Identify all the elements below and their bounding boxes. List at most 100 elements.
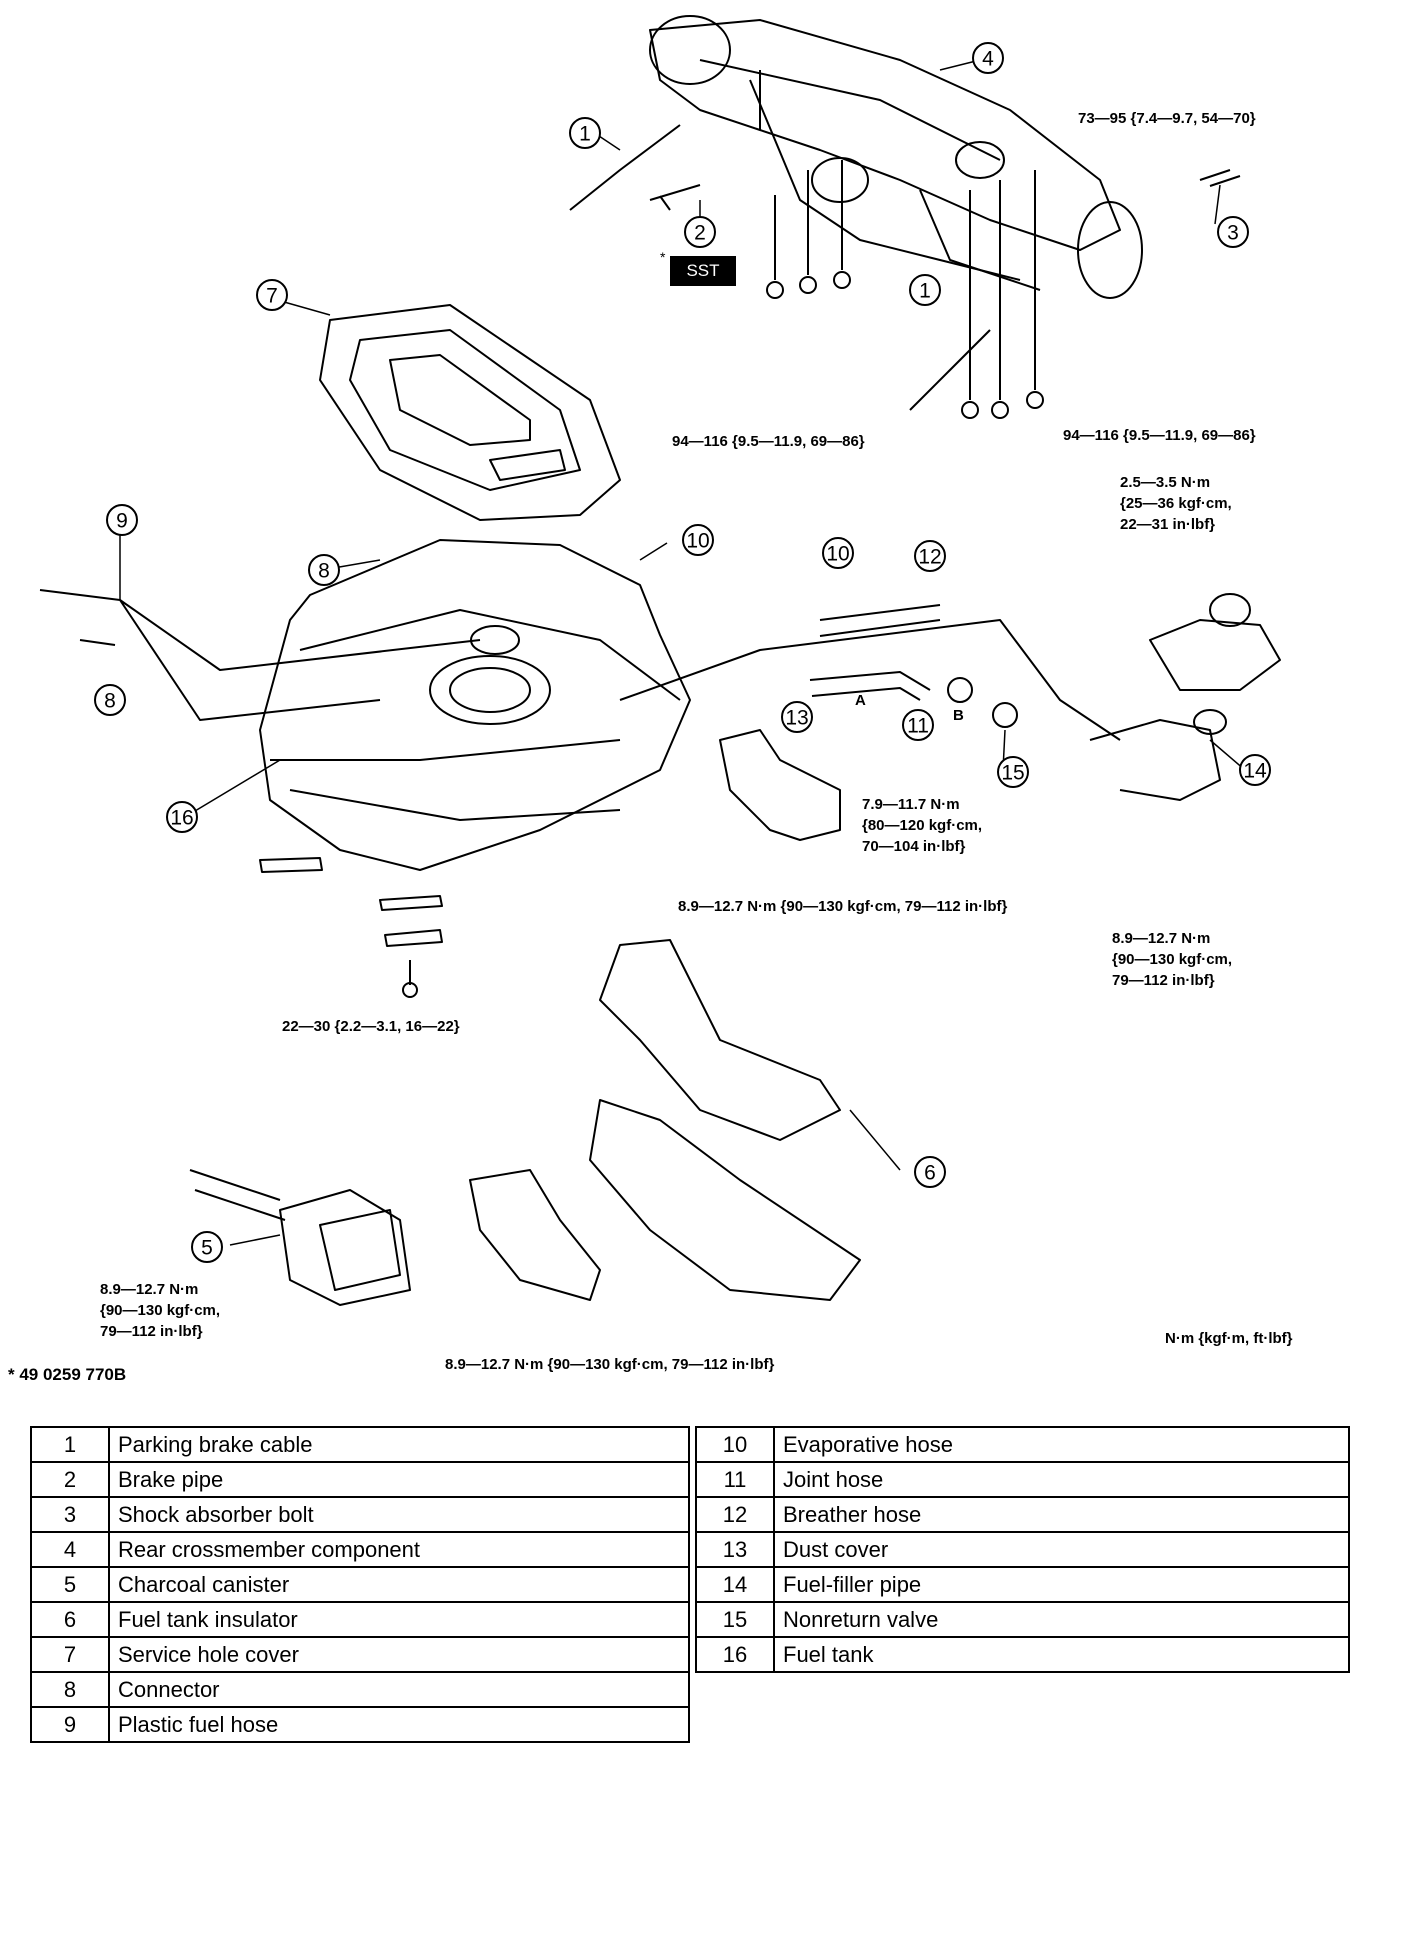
callout-circle-15 <box>997 756 1029 788</box>
part-name: Shock absorber bolt <box>108 1496 690 1533</box>
shock-absorber-bolt <box>1199 169 1241 187</box>
callouts <box>94 42 1271 1263</box>
callout-15: 15 <box>1001 762 1024 785</box>
units-legend: N·m {kgf·m, ft·lbf} <box>1165 1330 1293 1347</box>
part-number: 7 <box>30 1636 110 1673</box>
torque-filler-cap-line-2: {25—36 kgf·cm, <box>1120 495 1232 512</box>
part-number: 8 <box>30 1671 110 1708</box>
callout-1a: 1 <box>579 123 591 146</box>
sst-asterisk: * <box>660 249 666 265</box>
part-number: 11 <box>695 1461 775 1498</box>
fuel-tank-drawing <box>259 539 691 871</box>
connector-drawing <box>79 639 116 646</box>
torque-filler-pipe-line-2: {90—130 kgf·cm, <box>1112 951 1232 968</box>
callout-circle-6 <box>914 1156 946 1188</box>
callout-4: 4 <box>982 48 994 71</box>
callout-10a: 10 <box>686 530 709 553</box>
fuel-lines <box>619 619 1121 741</box>
part-number: 6 <box>30 1601 110 1638</box>
part-number: 13 <box>695 1531 775 1568</box>
nonreturn-valve-drawing <box>992 702 1018 728</box>
torque-filler-cap-line-1: 2.5—3.5 N·m <box>1120 474 1210 491</box>
callout-5: 5 <box>201 1237 213 1260</box>
torque-shock-absorber: 73—95 {7.4—9.7, 54—70} <box>1078 110 1256 127</box>
part-number: 15 <box>695 1601 775 1638</box>
callout-16: 16 <box>170 807 193 830</box>
part-name: Joint hose <box>773 1461 1350 1498</box>
fuel-tank-insulator-drawing <box>469 939 861 1301</box>
callout-circle-10a <box>682 524 714 556</box>
fuel-filler-pipe-drawing <box>1089 593 1281 801</box>
part-number: 1 <box>30 1426 110 1463</box>
callout-circle-14 <box>1239 754 1271 786</box>
torque-dust-cover-line-1: 7.9—11.7 N·m <box>862 796 960 813</box>
callout-circle-7 <box>256 279 288 311</box>
callout-2: 2 <box>694 222 706 245</box>
service-hole-cover-drawing <box>319 304 621 521</box>
callout-circle-5 <box>191 1231 223 1263</box>
callout-circle-2 <box>684 216 716 248</box>
leader-lines <box>119 59 1246 1246</box>
part-number: 12 <box>695 1496 775 1533</box>
callout-3: 3 <box>1227 222 1239 245</box>
brake-pipe-bolt <box>649 184 701 211</box>
callout-circle-3 <box>1217 216 1249 248</box>
callout-13: 13 <box>785 707 808 730</box>
part-number: 16 <box>695 1636 775 1673</box>
charcoal-canister-drawing <box>189 1169 411 1306</box>
callout-8b: 8 <box>104 690 116 713</box>
torque-canister-line-2: {90—130 kgf·cm, <box>100 1302 220 1319</box>
callout-circle-1a <box>569 117 601 149</box>
rear-crossmember-drawing <box>649 15 1143 299</box>
callout-circle-12 <box>914 540 946 572</box>
torque-canister-line-1: 8.9—12.7 N·m <box>100 1281 198 1298</box>
part-name: Evaporative hose <box>773 1426 1350 1463</box>
part-name: Service hole cover <box>108 1636 690 1673</box>
callout-9: 9 <box>116 510 128 533</box>
part-name: Fuel tank insulator <box>108 1601 690 1638</box>
callout-1b: 1 <box>919 280 931 303</box>
part-name: Fuel-filler pipe <box>773 1566 1350 1603</box>
parking-brake-cable-upper <box>569 124 681 211</box>
callout-circle-8a <box>308 554 340 586</box>
callout-circle-8b <box>94 684 126 716</box>
part-name: Breather hose <box>773 1496 1350 1533</box>
callout-circle-1b <box>909 274 941 306</box>
sst-part-number: * 49 0259 770B <box>8 1365 126 1384</box>
torque-mid: 8.9—12.7 N·m {90—130 kgf·cm, 79—112 in·l… <box>678 898 1007 915</box>
part-number: 14 <box>695 1566 775 1603</box>
plastic-fuel-hose-drawing <box>39 589 481 721</box>
torque-canister-line-3: 79—112 in·lbf} <box>100 1323 203 1340</box>
callout-circle-16 <box>166 801 198 833</box>
part-number: 4 <box>30 1531 110 1568</box>
part-name: Rear crossmember component <box>108 1531 690 1568</box>
callout-7: 7 <box>266 285 278 308</box>
tank-mount-parts <box>259 857 443 998</box>
torque-filler-cap-line-3: 22—31 in·lbf} <box>1120 516 1215 533</box>
part-number: 9 <box>30 1706 110 1743</box>
callout-circle-11 <box>902 709 934 741</box>
arrow-a-label: A <box>855 692 866 709</box>
part-name: Plastic fuel hose <box>108 1706 690 1743</box>
callout-12: 12 <box>918 546 941 569</box>
exploded-view-diagram: 1 1 2 3 4 5 6 7 8 8 9 10 10 11 12 13 14 … <box>8 15 1293 1384</box>
torque-filler-pipe-line-3: 79—112 in·lbf} <box>1112 972 1215 989</box>
callout-11: 11 <box>907 715 929 738</box>
callout-circle-9 <box>106 504 138 536</box>
sst-tag-label: SST <box>686 261 719 280</box>
